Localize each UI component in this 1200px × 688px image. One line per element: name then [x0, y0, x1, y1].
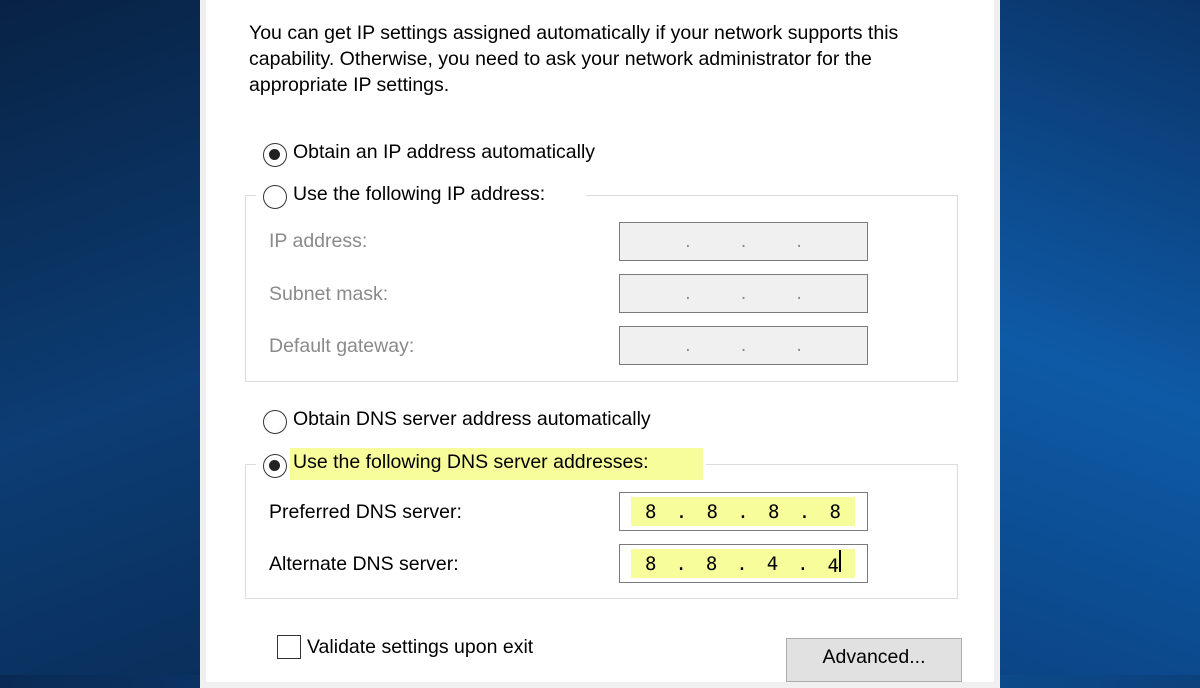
- ip-address-label: IP address:: [269, 230, 368, 252]
- alternate-dns-input[interactable]: 8.8.4.4: [619, 544, 868, 583]
- advanced-button[interactable]: Advanced...: [786, 638, 962, 682]
- use-following-dns-radio[interactable]: [263, 454, 287, 478]
- octet: 8: [645, 500, 657, 523]
- validate-settings-checkbox[interactable]: [277, 635, 301, 659]
- use-following-ip-label[interactable]: Use the following IP address:: [293, 183, 546, 205]
- preferred-dns-input[interactable]: 8.8.8.8: [619, 492, 868, 531]
- use-following-ip-radio[interactable]: [263, 185, 287, 209]
- octet: 8: [705, 552, 718, 575]
- text-caret: [838, 550, 841, 572]
- octet: 4: [827, 555, 839, 577]
- obtain-dns-auto-label[interactable]: Obtain DNS server address automatically: [293, 408, 651, 430]
- desktop-wallpaper-right: [1000, 0, 1200, 675]
- obtain-ip-auto-label[interactable]: Obtain an IP address automatically: [293, 141, 596, 163]
- description-text: You can get IP settings assigned automat…: [249, 22, 899, 96]
- use-following-dns-label[interactable]: Use the following DNS server addresses:: [290, 448, 703, 480]
- ip-address-group: [245, 195, 958, 382]
- subnet-mask-field: ...: [619, 274, 868, 313]
- subnet-mask-label: Subnet mask:: [269, 283, 389, 305]
- validate-settings-label[interactable]: Validate settings upon exit: [307, 636, 534, 658]
- desktop-wallpaper-left: [0, 0, 200, 675]
- preferred-dns-label: Preferred DNS server:: [269, 501, 462, 523]
- default-gateway-field: ...: [619, 326, 868, 365]
- octet: 4: [766, 552, 779, 575]
- octet: 8: [706, 500, 718, 523]
- octet: 8: [645, 552, 657, 575]
- ipv4-properties-dialog: You can get IP settings assigned automat…: [200, 0, 1000, 688]
- default-gateway-label: Default gateway:: [269, 335, 415, 357]
- octet: 8: [829, 500, 841, 523]
- ip-address-field: ...: [619, 222, 868, 261]
- alternate-dns-label: Alternate DNS server:: [269, 553, 459, 575]
- octet: 8: [768, 500, 780, 523]
- obtain-dns-auto-radio[interactable]: [263, 410, 287, 434]
- obtain-ip-auto-radio[interactable]: [263, 143, 287, 167]
